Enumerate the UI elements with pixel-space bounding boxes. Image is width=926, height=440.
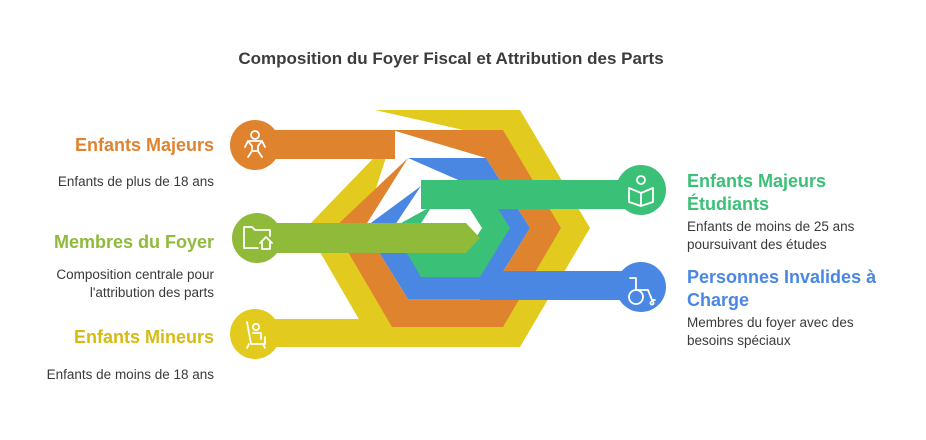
invalides-icon-circle (616, 262, 666, 312)
invalides-description-line: Membres du foyer avec des (687, 315, 854, 330)
diagram-title: Composition du Foyer Fiscal et Attributi… (238, 49, 664, 68)
child-jumping-icon (244, 130, 266, 158)
invalides-description: Membres du foyer avec des besoins spécia… (687, 314, 854, 350)
student-reading-icon (628, 175, 654, 207)
child-car-seat-icon (246, 321, 266, 349)
etudiants-description-line: poursuivant des études (687, 237, 827, 252)
foyer-description-line: Composition centrale pour (56, 267, 214, 282)
invalides-title-line: Charge (687, 290, 750, 310)
foyer-description: Composition centrale pour l'attribution … (56, 266, 214, 302)
mineurs-title: Enfants Mineurs (73, 327, 214, 347)
mineurs-description: Enfants de moins de 18 ans (46, 367, 214, 382)
foyer-description-line: l'attribution des parts (89, 285, 214, 300)
invalides-description-line: besoins spéciaux (687, 333, 791, 348)
etudiants-description: Enfants de moins de 25 ans poursuivant d… (687, 218, 854, 254)
green-connector (421, 180, 646, 209)
foyer-icon-circle (232, 213, 282, 263)
lime-arrow (260, 223, 480, 253)
majeurs-title: Enfants Majeurs (74, 135, 214, 155)
etudiants-title-line: Étudiants (687, 194, 770, 214)
etudiants-title: Enfants Majeurs Étudiants (687, 170, 826, 216)
majeurs-description: Enfants de plus de 18 ans (57, 174, 214, 189)
wheelchair-icon (628, 277, 656, 306)
foyer-title: Membres du Foyer (53, 232, 214, 252)
invalides-title: Personnes Invalides à Charge (687, 266, 876, 312)
majeurs-icon-circle (230, 120, 280, 170)
etudiants-icon-circle (616, 165, 666, 215)
etudiants-title-line: Enfants Majeurs (687, 171, 827, 191)
mineurs-icon-circle (230, 309, 280, 359)
etudiants-description-line: Enfants de moins de 25 ans (687, 219, 855, 234)
invalides-title-line: Personnes Invalides à (687, 267, 877, 287)
home-folder-icon (243, 226, 273, 250)
